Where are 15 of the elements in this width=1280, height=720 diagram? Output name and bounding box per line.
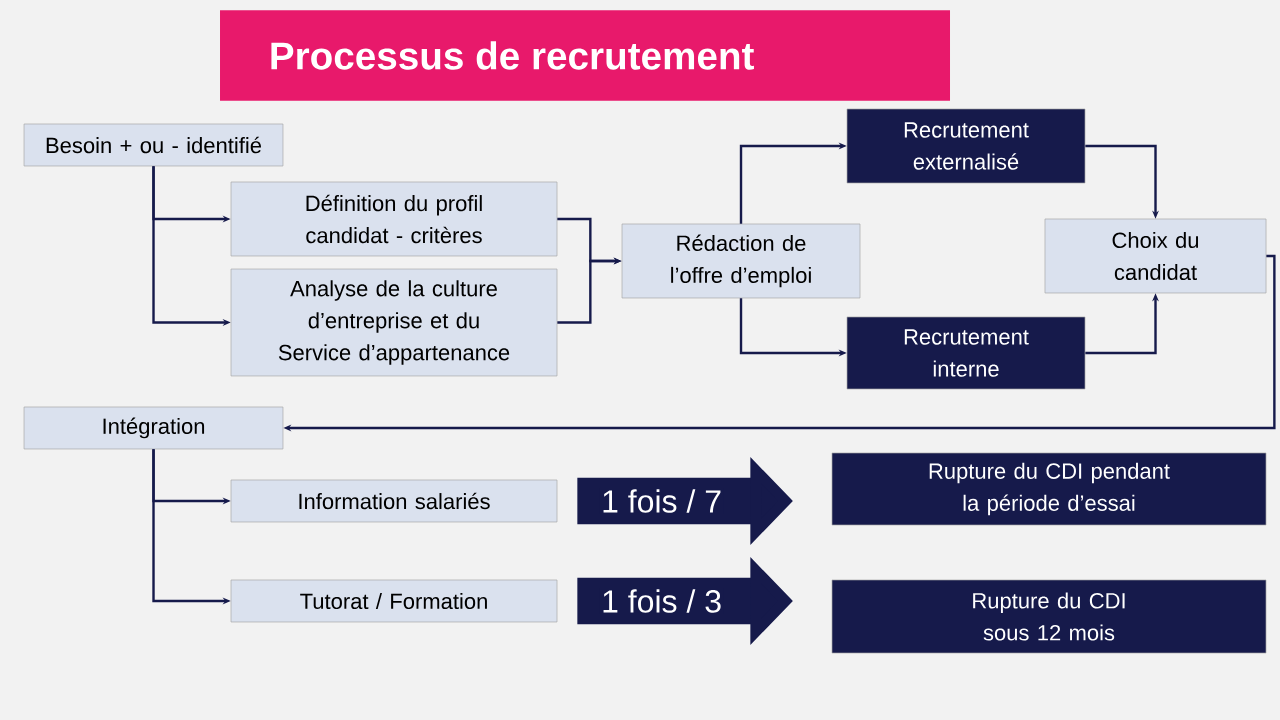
process-box: Intégration xyxy=(23,406,284,450)
result-box: Recrutement interne xyxy=(846,316,1086,390)
process-box: Définition du profil candidat - critères xyxy=(230,181,558,257)
process-box: Analyse de la culture d’entreprise et du Service d’appartenance xyxy=(230,268,558,377)
result-box: Rupture du CDI pendant la période d’essai xyxy=(831,452,1267,526)
process-box: Besoin + ou - identifié xyxy=(23,123,284,167)
process-box: Tutorat / Formation xyxy=(230,579,558,623)
process-box: Rédaction de l’offre d’emploi xyxy=(621,223,861,299)
result-box: Recrutement externalisé xyxy=(846,108,1086,184)
result-box: Rupture du CDI sous 12 mois xyxy=(831,579,1267,654)
process-box: Choix du candidat xyxy=(1044,218,1267,294)
edge-label: 1 fois / 7 xyxy=(599,487,724,515)
edge-label: 1 fois / 3 xyxy=(599,587,724,615)
title-banner: Processus de recrutement xyxy=(220,10,950,101)
process-box: Information salariés xyxy=(230,479,558,523)
